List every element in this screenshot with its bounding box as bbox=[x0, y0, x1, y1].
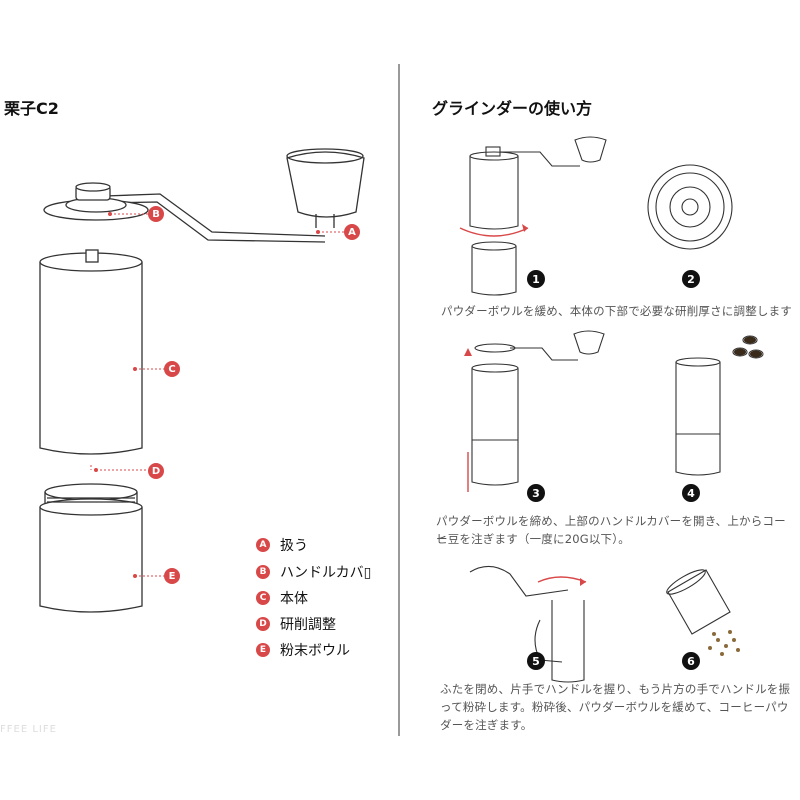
caption-step-5-6-line3: ダーを注ぎます。 bbox=[440, 718, 533, 732]
legend-label: 粉末ボウル bbox=[280, 643, 350, 659]
grinder-exploded-illustration bbox=[39, 148, 365, 613]
legend-marker: C bbox=[256, 591, 270, 605]
legend-label: 扱う bbox=[280, 538, 308, 554]
step-marker-4: 4 bbox=[682, 484, 700, 502]
step-marker-5: 5 bbox=[527, 652, 545, 670]
usage-illustrations bbox=[459, 136, 764, 683]
divider bbox=[398, 64, 400, 736]
watermark: FFEE LIFE bbox=[0, 724, 57, 735]
legend-marker: A bbox=[256, 538, 270, 552]
callout-c: C bbox=[164, 361, 180, 377]
legend-item-a: A 扱う bbox=[256, 535, 308, 555]
step-marker-1: 1 bbox=[527, 270, 545, 288]
legend-label: ハンドルカバ▯ bbox=[280, 565, 372, 581]
caption-step-5-6-line2: って粉砕します。粉砕後、パウダーボウルを緩めて、コーヒーパウ bbox=[440, 700, 789, 714]
caption-step-5-6-line1: ふたを閉め、片手でハンドルを握り、もう片方の手でハンドルを振 bbox=[440, 682, 791, 696]
legend-item-c: C 本体 bbox=[256, 588, 308, 608]
caption-step-1-2: パウダーボウルを緩め、本体の下部で必要な研削厚さに調整します bbox=[441, 304, 792, 318]
legend-item-b: B ハンドルカバ▯ bbox=[256, 562, 371, 582]
legend-marker: E bbox=[256, 643, 270, 657]
legend-marker: B bbox=[256, 565, 270, 579]
legend-label: 本体 bbox=[280, 591, 308, 607]
callout-b: B bbox=[148, 206, 164, 222]
usage-title: グラインダーの使い方 bbox=[432, 99, 593, 118]
step-marker-2: 2 bbox=[682, 270, 700, 288]
callout-d: D bbox=[148, 463, 164, 479]
caption-step-3-4-line2: ー豆を注ぎます（一度に20G以下）。 bbox=[436, 532, 630, 546]
step-marker-6: 6 bbox=[682, 652, 700, 670]
callout-a: A bbox=[344, 224, 360, 240]
legend-item-d: D 研削調整 bbox=[256, 614, 336, 634]
legend-label: 研削調整 bbox=[280, 617, 336, 633]
legend-marker: D bbox=[256, 617, 270, 631]
legend-item-e: E 粉末ボウル bbox=[256, 640, 350, 660]
step-marker-3: 3 bbox=[527, 484, 545, 502]
product-title: 栗子C2 bbox=[4, 99, 59, 118]
callout-e: E bbox=[164, 568, 180, 584]
caption-step-3-4-line1: パウダーボウルを締め、上部のハンドルカバーを開き、上からコーヒ bbox=[436, 514, 786, 546]
